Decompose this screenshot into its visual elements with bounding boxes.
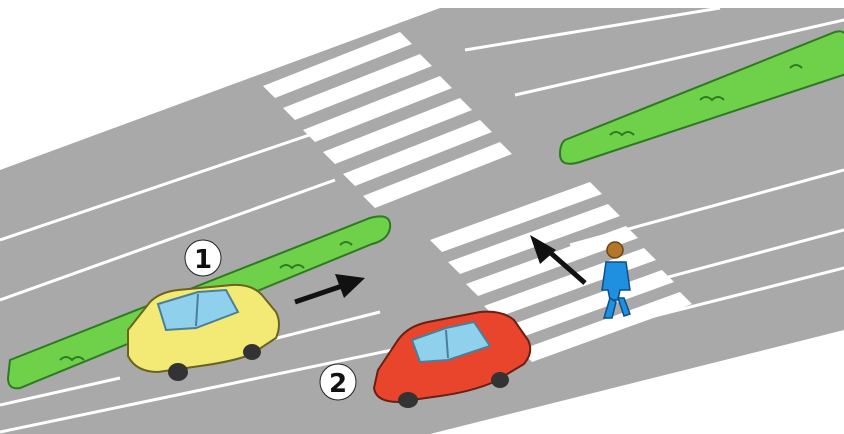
label-car-1: 1 [185, 240, 221, 276]
label-car-2-text: 2 [329, 369, 347, 399]
label-car-2: 2 [320, 364, 356, 400]
label-car-1-text: 1 [194, 245, 212, 275]
